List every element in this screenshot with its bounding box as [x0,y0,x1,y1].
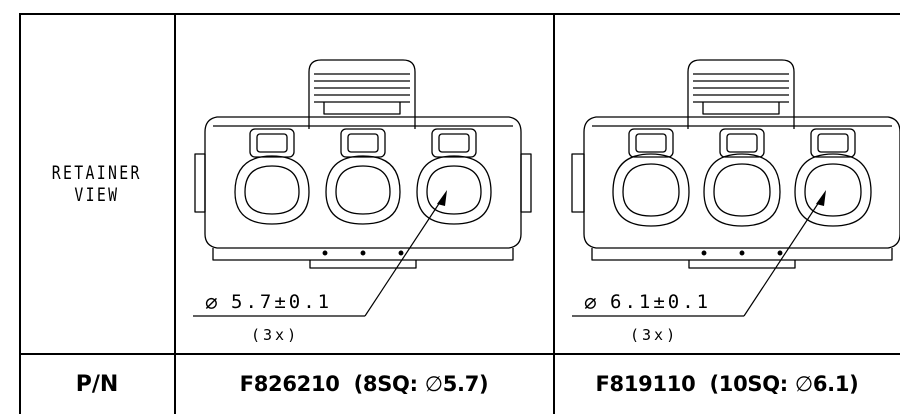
part-spec-prefix: (8SQ: [353,372,418,396]
connector-outline [571,59,900,269]
table-col-divider-2 [553,13,555,414]
diameter-symbol: ∅ [205,291,218,315]
callout-dimension: 6.1±0.1 [610,291,711,313]
retainer-label-line2: VIEW [74,184,120,206]
connector-drawing-1: ∅ 5.7±0.1 (3x) [193,59,532,344]
diameter-symbol: ∅ [794,372,813,396]
connector-drawing-2: ∅ 6.1±0.1 (3x) [571,59,900,344]
part-number: F819110 [595,372,696,396]
cavity-1 [612,128,690,227]
retainer-label-line1: RETAINER [51,162,143,184]
table-left-border [19,13,21,414]
pn-header: P/N [75,371,119,397]
cavity-2 [703,128,781,227]
cavity-3 [416,128,492,225]
part-spec-diameter: 5.7) [442,372,489,396]
cavity-3 [794,128,872,227]
part-number: F826210 [239,372,340,396]
part-number-cell-1: F826210 (8SQ: ∅ 5.7) [175,354,553,414]
table-col-divider-1 [174,13,176,414]
callout-dimension: 5.7±0.1 [231,291,332,313]
cavity-1 [234,128,310,225]
diameter-symbol: ∅ [584,291,597,315]
part-spec-prefix: (10SQ: [709,372,788,396]
callout-count: (3x) [251,326,299,344]
dimension-callout: ∅ 6.1±0.1 (3x) [572,190,826,344]
dimension-callout: ∅ 5.7±0.1 (3x) [193,190,447,344]
diameter-symbol: ∅ [424,372,443,396]
table-row-divider [20,353,900,355]
part-number-cell-2: F819110 (10SQ: ∅ 6.1) [554,354,900,414]
part-spec-diameter: 6.1) [812,372,859,396]
cavity-2 [325,128,401,225]
retainer-view-label: RETAINER VIEW [20,14,174,354]
callout-count: (3x) [630,326,678,344]
table-top-border [20,13,900,15]
connector-outline [194,59,532,269]
